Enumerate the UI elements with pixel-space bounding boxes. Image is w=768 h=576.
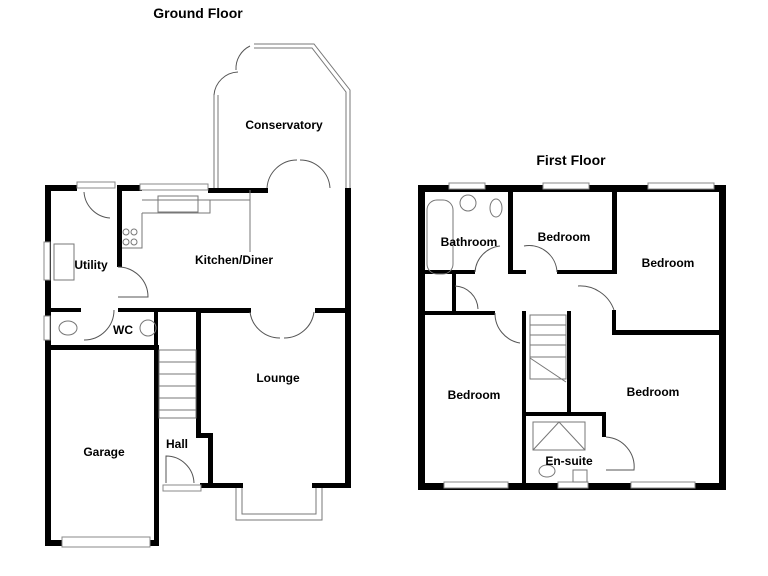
room-label-bedroom-2: Bedroom <box>537 230 591 244</box>
bathroom-toilet <box>489 198 503 218</box>
front-door <box>165 455 195 484</box>
ground-floor-plan <box>43 43 351 548</box>
ensuite-door <box>605 436 635 471</box>
ground-stairs <box>158 349 197 419</box>
room-label-kitchen-diner: Kitchen/Diner <box>194 253 274 267</box>
wc-door <box>83 309 115 341</box>
lounge-double-door <box>249 311 315 339</box>
utility-kitchen-door <box>117 266 149 298</box>
ground-floor-title: Ground Floor <box>153 5 243 21</box>
utility-sink <box>53 243 75 281</box>
ensuite-toilet <box>538 464 556 478</box>
wall-west-ground <box>45 185 51 545</box>
bathroom-basin <box>459 194 477 212</box>
room-label-bedroom-3: Bedroom <box>447 388 501 402</box>
shower-tray <box>532 421 586 451</box>
kitchen-sink <box>157 195 199 213</box>
room-label-bedroom-4: Bedroom <box>626 385 680 399</box>
first-stairs <box>529 314 567 383</box>
ensuite-basin <box>572 469 588 483</box>
wc-basin <box>139 319 157 337</box>
hob-icon <box>122 228 138 246</box>
room-label-lounge: Lounge <box>256 371 300 385</box>
room-label-bedroom-1: Bedroom <box>641 256 695 270</box>
room-label-garage: Garage <box>83 445 125 459</box>
conservatory-door <box>213 45 251 96</box>
first-floor-title: First Floor <box>536 152 606 168</box>
room-label-en-suite: En-suite <box>545 454 593 468</box>
room-label-hall: Hall <box>165 437 189 451</box>
kitchen-worktop <box>122 190 251 252</box>
conservatory-west-window <box>213 95 219 188</box>
room-label-utility: Utility <box>74 258 108 272</box>
landing-doors <box>454 245 615 344</box>
wc-toilet <box>58 320 78 336</box>
utility-back-door <box>83 191 111 219</box>
room-label-bathroom: Bathroom <box>440 235 498 249</box>
lounge-bay-window <box>235 488 323 521</box>
bathtub <box>426 199 454 275</box>
conservatory-double-door <box>266 159 331 189</box>
room-label-wc: WC <box>113 323 133 337</box>
conservatory-glazing <box>254 43 351 188</box>
first-floor-plan <box>418 182 726 490</box>
room-label-conservatory: Conservatory <box>245 118 323 132</box>
